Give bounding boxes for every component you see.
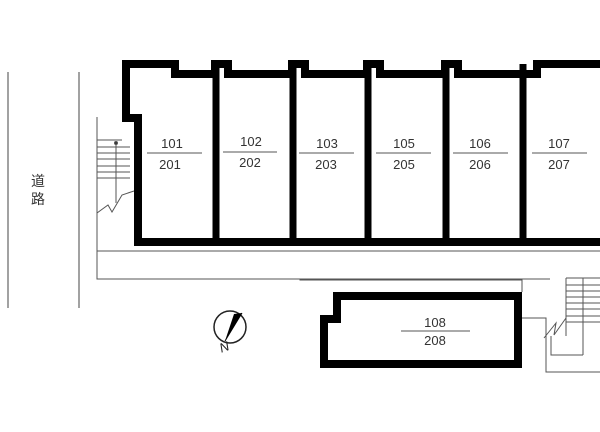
svg-text:103: 103 bbox=[316, 136, 338, 151]
svg-text:105: 105 bbox=[393, 136, 415, 151]
svg-text:207: 207 bbox=[548, 157, 570, 172]
stairs-right bbox=[522, 277, 600, 373]
svg-text:108: 108 bbox=[424, 315, 446, 330]
walkway bbox=[96, 117, 600, 292]
svg-text:101: 101 bbox=[161, 136, 183, 151]
road-label: 道路 bbox=[31, 173, 45, 207]
svg-text:208: 208 bbox=[424, 333, 446, 348]
svg-text:202: 202 bbox=[239, 155, 261, 170]
main-building-walls bbox=[122, 60, 600, 246]
building-108-walls bbox=[320, 292, 522, 368]
svg-text:102: 102 bbox=[240, 134, 262, 149]
svg-text:201: 201 bbox=[159, 157, 181, 172]
svg-text:205: 205 bbox=[393, 157, 415, 172]
svg-text:203: 203 bbox=[315, 157, 337, 172]
svg-text:106: 106 bbox=[469, 136, 491, 151]
stairs-left bbox=[96, 139, 135, 214]
svg-text:N: N bbox=[217, 338, 232, 356]
svg-text:206: 206 bbox=[469, 157, 491, 172]
north-compass-icon: N bbox=[213, 310, 247, 356]
svg-text:107: 107 bbox=[548, 136, 570, 151]
unit-dividers bbox=[212, 64, 527, 242]
